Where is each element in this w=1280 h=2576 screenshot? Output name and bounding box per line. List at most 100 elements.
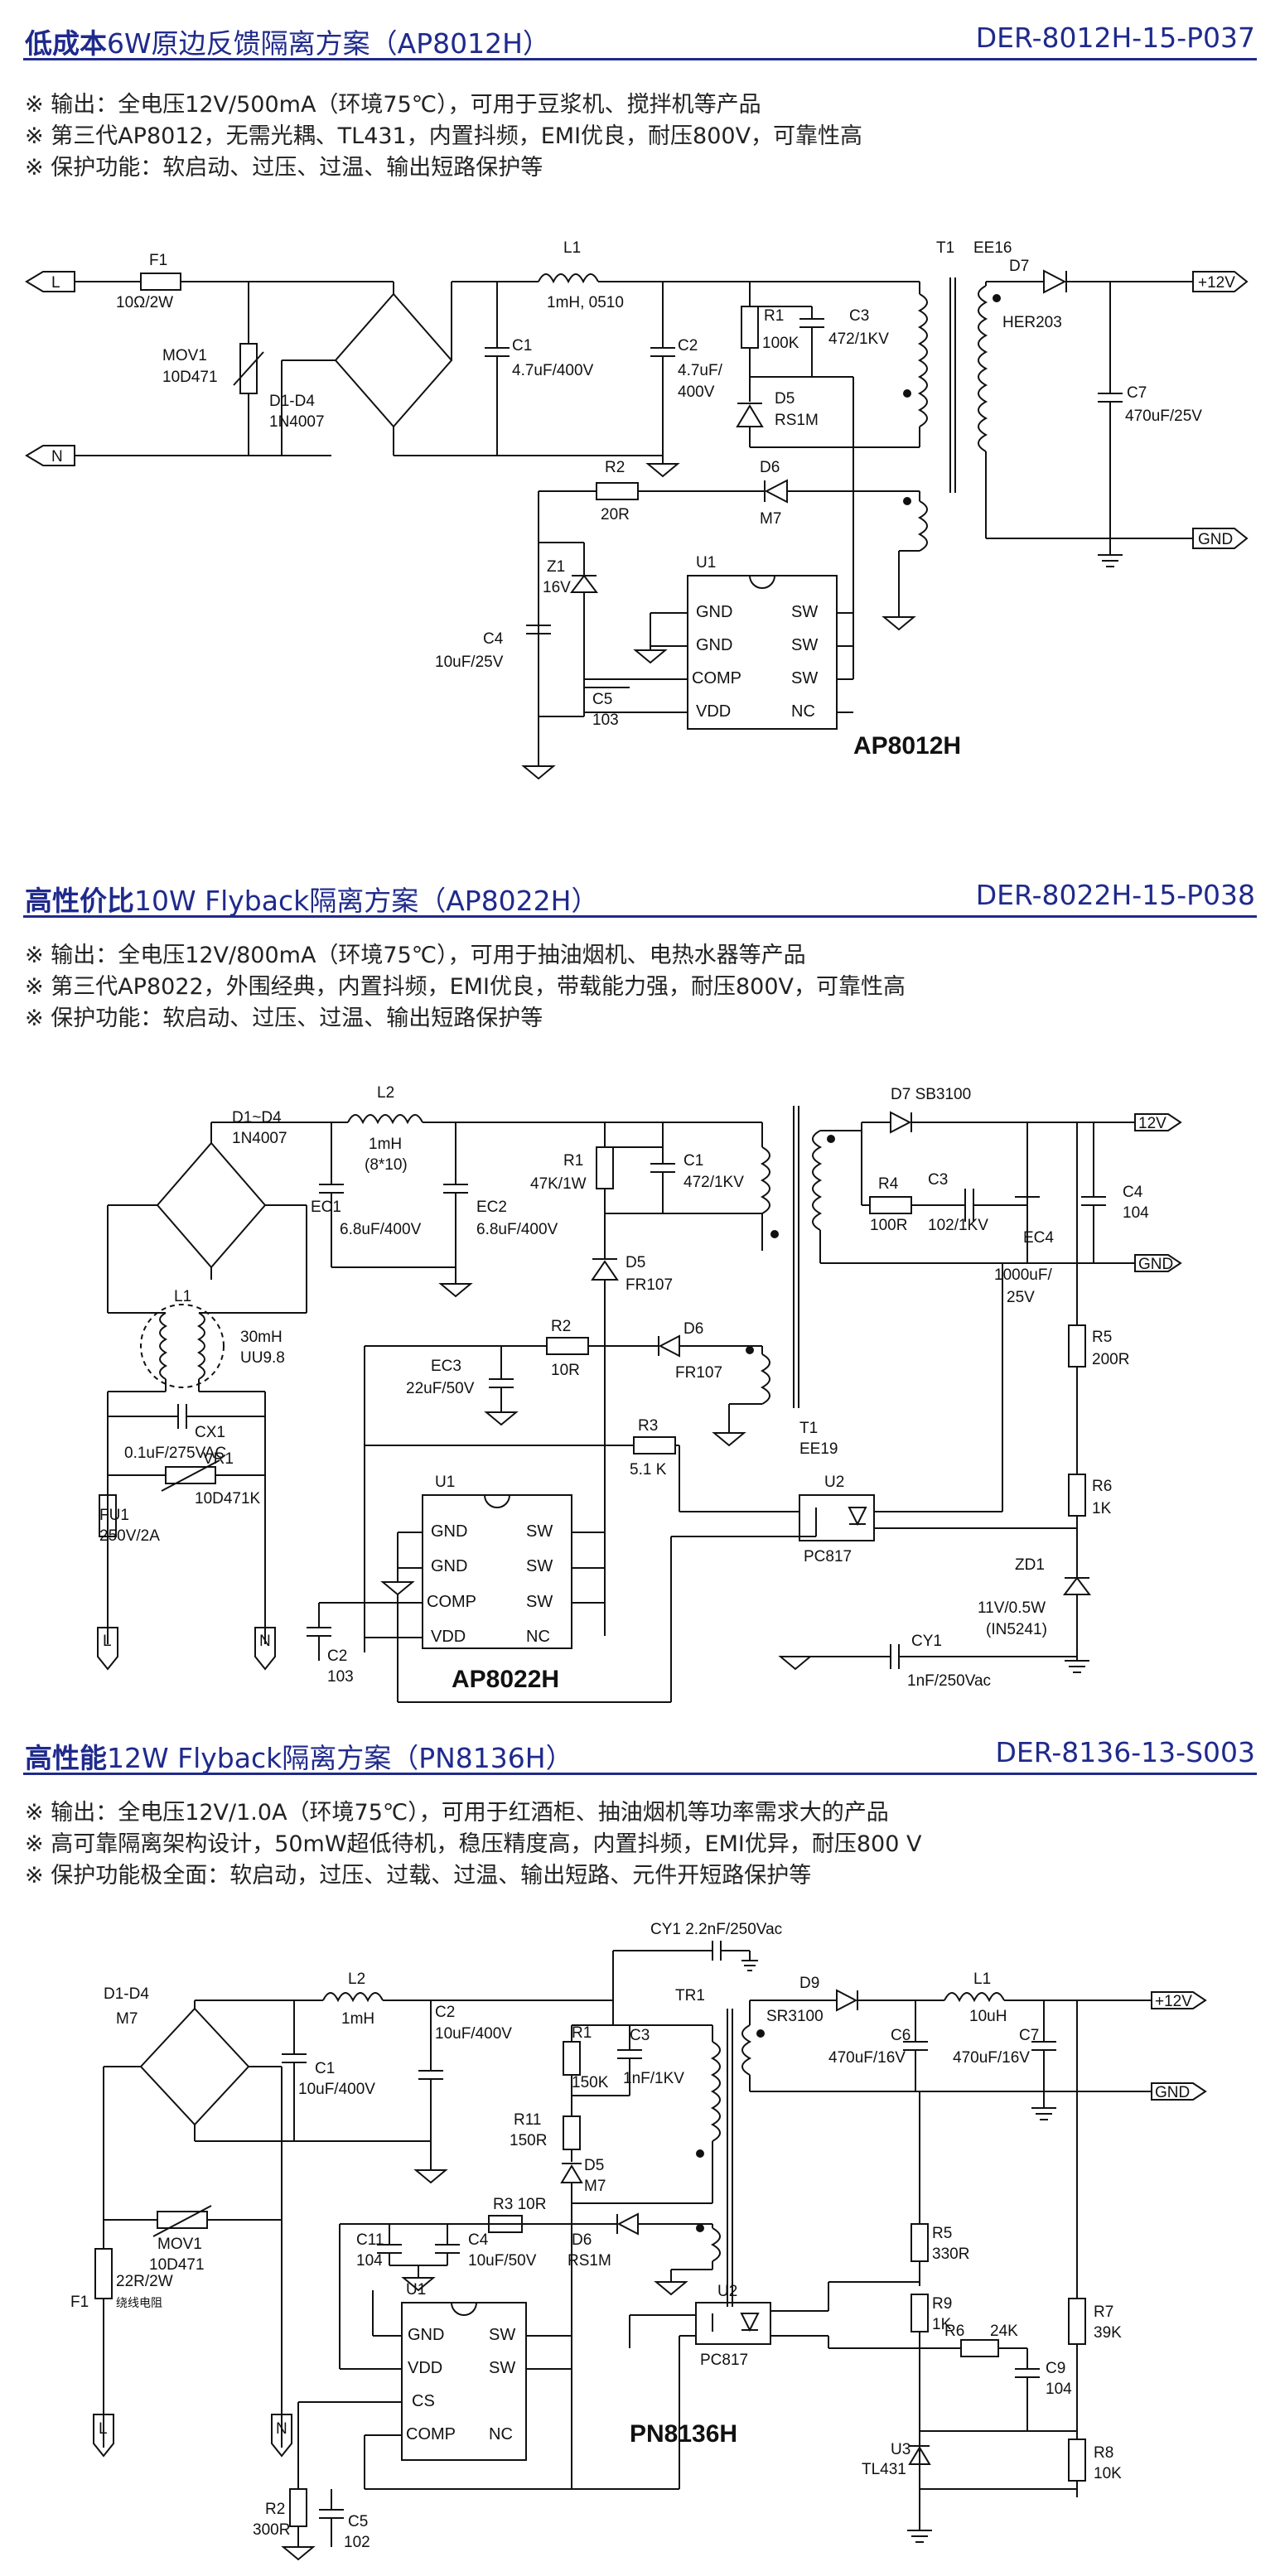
label-r9: R9 xyxy=(932,2295,952,2313)
resistor-r4 xyxy=(869,1196,912,1214)
sheet-ap8012h: 低成本6W原边反馈隔离方案（AP8012H） DER-8012H-15-P037… xyxy=(0,0,1280,857)
pin-sw-1: SW xyxy=(489,2326,515,2344)
varistor-mov1 xyxy=(157,2211,208,2229)
pin-nc: NC xyxy=(526,1628,550,1646)
label-tr1: TR1 xyxy=(675,1987,705,2004)
resistor-r6 xyxy=(1068,1474,1086,1517)
bridge-rectifier xyxy=(334,292,453,428)
label-u2: U2 xyxy=(717,2283,737,2300)
inductor-l1 xyxy=(944,1992,1005,2003)
header-rule xyxy=(23,915,1257,918)
value-u2: PC817 xyxy=(700,2352,748,2369)
terminal-out-gnd xyxy=(1192,528,1249,549)
terminal-out-gnd xyxy=(1151,2082,1207,2101)
resistor-r2 xyxy=(546,1337,589,1355)
pin-sw-1: SW xyxy=(526,1522,553,1541)
pin-sw-2: SW xyxy=(791,636,818,654)
value-r8: 10K xyxy=(1094,2465,1122,2482)
value-zd1-2: (IN5241) xyxy=(986,1621,1047,1638)
label-t1: T1 xyxy=(799,1420,818,1437)
label-r2: R2 xyxy=(551,1318,571,1335)
note: ※ 输出：全电压12V/1.0A（环境75℃），可用于红酒柜、抽油烟机等功率需求… xyxy=(25,1800,889,1826)
resistor-r6 xyxy=(960,2339,999,2357)
label-zd1: ZD1 xyxy=(1015,1556,1045,1574)
label-c5: C5 xyxy=(592,691,612,708)
label-u1: U1 xyxy=(435,1474,455,1491)
header-rule xyxy=(23,58,1257,60)
note: ※ 第三代AP8012，无需光耦、TL431，内置抖频，EMI优良，耐压800V… xyxy=(25,123,863,149)
inductor-l2 xyxy=(347,1114,423,1125)
value-c1: 472/1KV xyxy=(683,1174,744,1191)
label-out-gnd: GND xyxy=(1138,1256,1173,1273)
inductor-l1 xyxy=(538,273,599,284)
label-r4: R4 xyxy=(878,1175,899,1193)
note: ※ 输出：全电压12V/500mA（环境75℃），可用于豆浆机、搅拌机等产品 xyxy=(25,92,761,118)
value-d1-d4: M7 xyxy=(116,2010,138,2028)
value-l1: 1mH, 0510 xyxy=(547,294,624,311)
pin-gnd-1: GND xyxy=(431,1522,467,1541)
pin-vdd: VDD xyxy=(408,2359,442,2377)
value-r7: 39K xyxy=(1094,2324,1122,2342)
label-l1: L1 xyxy=(563,239,581,257)
value-r4: 100R xyxy=(870,1217,907,1234)
label-d1-d4: D1-D4 xyxy=(104,1985,149,2003)
value-d5: RS1M xyxy=(775,412,819,429)
pin-sw-1: SW xyxy=(791,603,818,621)
label-c7: C7 xyxy=(1127,384,1147,402)
value-mov1: 10D471 xyxy=(149,2256,205,2274)
value-ec2: 6.8uF/400V xyxy=(476,1221,558,1238)
optocoupler-u2 xyxy=(695,2302,771,2345)
value-c2: 10uF/400V xyxy=(435,2025,512,2043)
label-cy1: CY1 2.2nF/250Vac xyxy=(650,1921,782,1938)
label-n: N xyxy=(259,1633,271,1650)
resistor-r8 xyxy=(1068,2439,1086,2482)
value-d5: FR107 xyxy=(626,1276,673,1294)
ic-u1 xyxy=(422,1494,572,1649)
label-r7: R7 xyxy=(1094,2303,1113,2321)
value-cx1: 0.1uF/275VAC xyxy=(124,1445,226,1462)
value-l2-2: (8*10) xyxy=(365,1156,408,1174)
value-d5: M7 xyxy=(584,2178,606,2195)
value-l2: 1mH xyxy=(341,2010,374,2028)
optocoupler-u2 xyxy=(799,1494,875,1541)
pin-gnd-2: GND xyxy=(431,1557,467,1575)
resistor-r1 xyxy=(596,1146,614,1189)
value-c11: 104 xyxy=(356,2252,383,2270)
value-r2: 20R xyxy=(601,506,630,523)
schematic-ap8012h: L N F1 10Ω/2W MOV1 10D471 D1-D4 1N4007 L… xyxy=(25,239,1249,780)
label-c1: C1 xyxy=(683,1152,703,1170)
label-c4: C4 xyxy=(1123,1184,1143,1201)
value-r1: 47K/1W xyxy=(530,1175,587,1193)
value-c3: 472/1KV xyxy=(828,330,889,348)
pin-sw-2: SW xyxy=(489,2359,515,2377)
diode-d9 xyxy=(836,1989,858,2012)
label-r1: R1 xyxy=(764,307,784,325)
pin-gnd-2: GND xyxy=(696,636,732,654)
value-c4: 10uF/50V xyxy=(468,2252,537,2270)
value-r1: 150K xyxy=(572,2074,609,2091)
value-u3: TL431 xyxy=(862,2461,906,2478)
diode-d5 xyxy=(560,2164,583,2183)
label-u1: U1 xyxy=(696,554,716,572)
terminal-l xyxy=(25,271,75,292)
pin-gnd-1: GND xyxy=(696,603,732,621)
label-r1: R1 xyxy=(563,1152,583,1170)
resistor-r5 xyxy=(910,2223,929,2262)
transformer-secondary xyxy=(978,285,988,452)
value-r2: 300R xyxy=(253,2521,290,2539)
label-ec2: EC2 xyxy=(476,1199,507,1216)
label-c3: C3 xyxy=(849,307,869,325)
header-rule xyxy=(23,1773,1257,1775)
value-d7: HER203 xyxy=(1002,314,1062,331)
label-r1: R1 xyxy=(572,2024,592,2042)
terminal-out-pos xyxy=(1151,1991,1207,2009)
value-d1-d4: 1N4007 xyxy=(269,413,325,431)
resistor-r2 xyxy=(596,482,639,500)
pin-comp: COMP xyxy=(427,1593,476,1611)
value-c5: 103 xyxy=(592,712,619,729)
bridge-rectifier xyxy=(139,2007,250,2126)
value-c5: 102 xyxy=(344,2534,370,2551)
value-r3: 5.1 K xyxy=(630,1461,667,1479)
value-l2-1: 1mH xyxy=(369,1136,402,1153)
pin-sw-3: SW xyxy=(791,669,818,687)
